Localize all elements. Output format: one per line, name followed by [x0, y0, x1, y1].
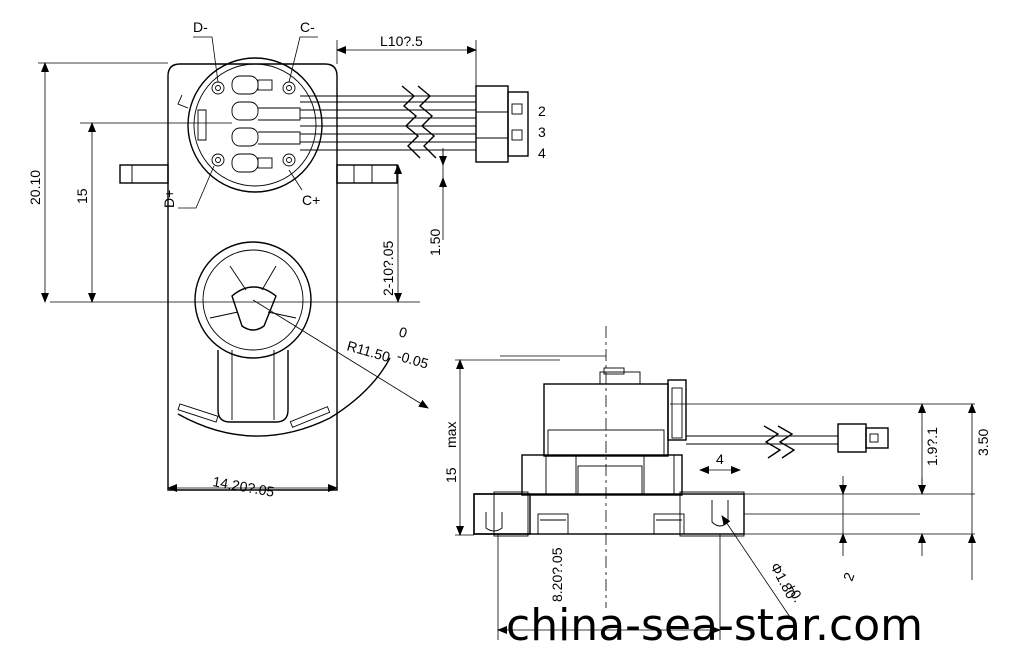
dim-35: 3.50: [975, 429, 991, 456]
contact-pads: [231, 75, 301, 173]
dim-cable-length: L10?.5: [380, 33, 423, 49]
dim-19: 1.9?.1: [924, 427, 940, 466]
pin-label-d-plus: D+: [161, 190, 177, 208]
dim-width: 14.20?.05: [211, 473, 275, 500]
front-body-outline: [167, 63, 338, 491]
pin-label-c-minus: C-: [300, 19, 315, 35]
front-dimensions: [41, 36, 477, 492]
dim-height-15: 15: [74, 188, 90, 204]
connector-pin-3: 3: [538, 124, 546, 140]
knob-dial: [177, 241, 391, 437]
right-mount-tab: [336, 164, 398, 184]
dim-radius-tol-upper: 0: [397, 324, 409, 342]
pin-label-d-minus: D-: [193, 19, 208, 35]
side-dimensions: [455, 359, 976, 640]
pin-label-c-plus: C+: [302, 192, 320, 208]
dim-max-word: max: [443, 422, 459, 448]
dim-hole-pitch: 2-10?.05: [380, 241, 396, 296]
dim-820: 8.20?.05: [549, 547, 565, 602]
side-view: [473, 326, 889, 608]
dim-height-20: 20.10: [27, 170, 43, 205]
dim-slot-width: 4: [716, 451, 724, 467]
pin-holes: [211, 81, 296, 167]
sensor-housing: [187, 57, 323, 193]
front-view: [38, 57, 529, 491]
connector-pin-2: 2: [538, 103, 546, 119]
cable-connector: [475, 85, 529, 163]
left-mount-tab: [119, 164, 169, 184]
dim-2: 2: [840, 570, 858, 583]
dim-max-height: 15: [443, 467, 459, 483]
cable-wires: [300, 85, 476, 159]
watermark: china-sea-star.com: [506, 600, 923, 651]
dim-offset-150: 1.50: [427, 229, 443, 256]
dim-radius-tol-lower: -0.05: [395, 348, 430, 372]
connector-pin-4: 4: [538, 145, 546, 161]
